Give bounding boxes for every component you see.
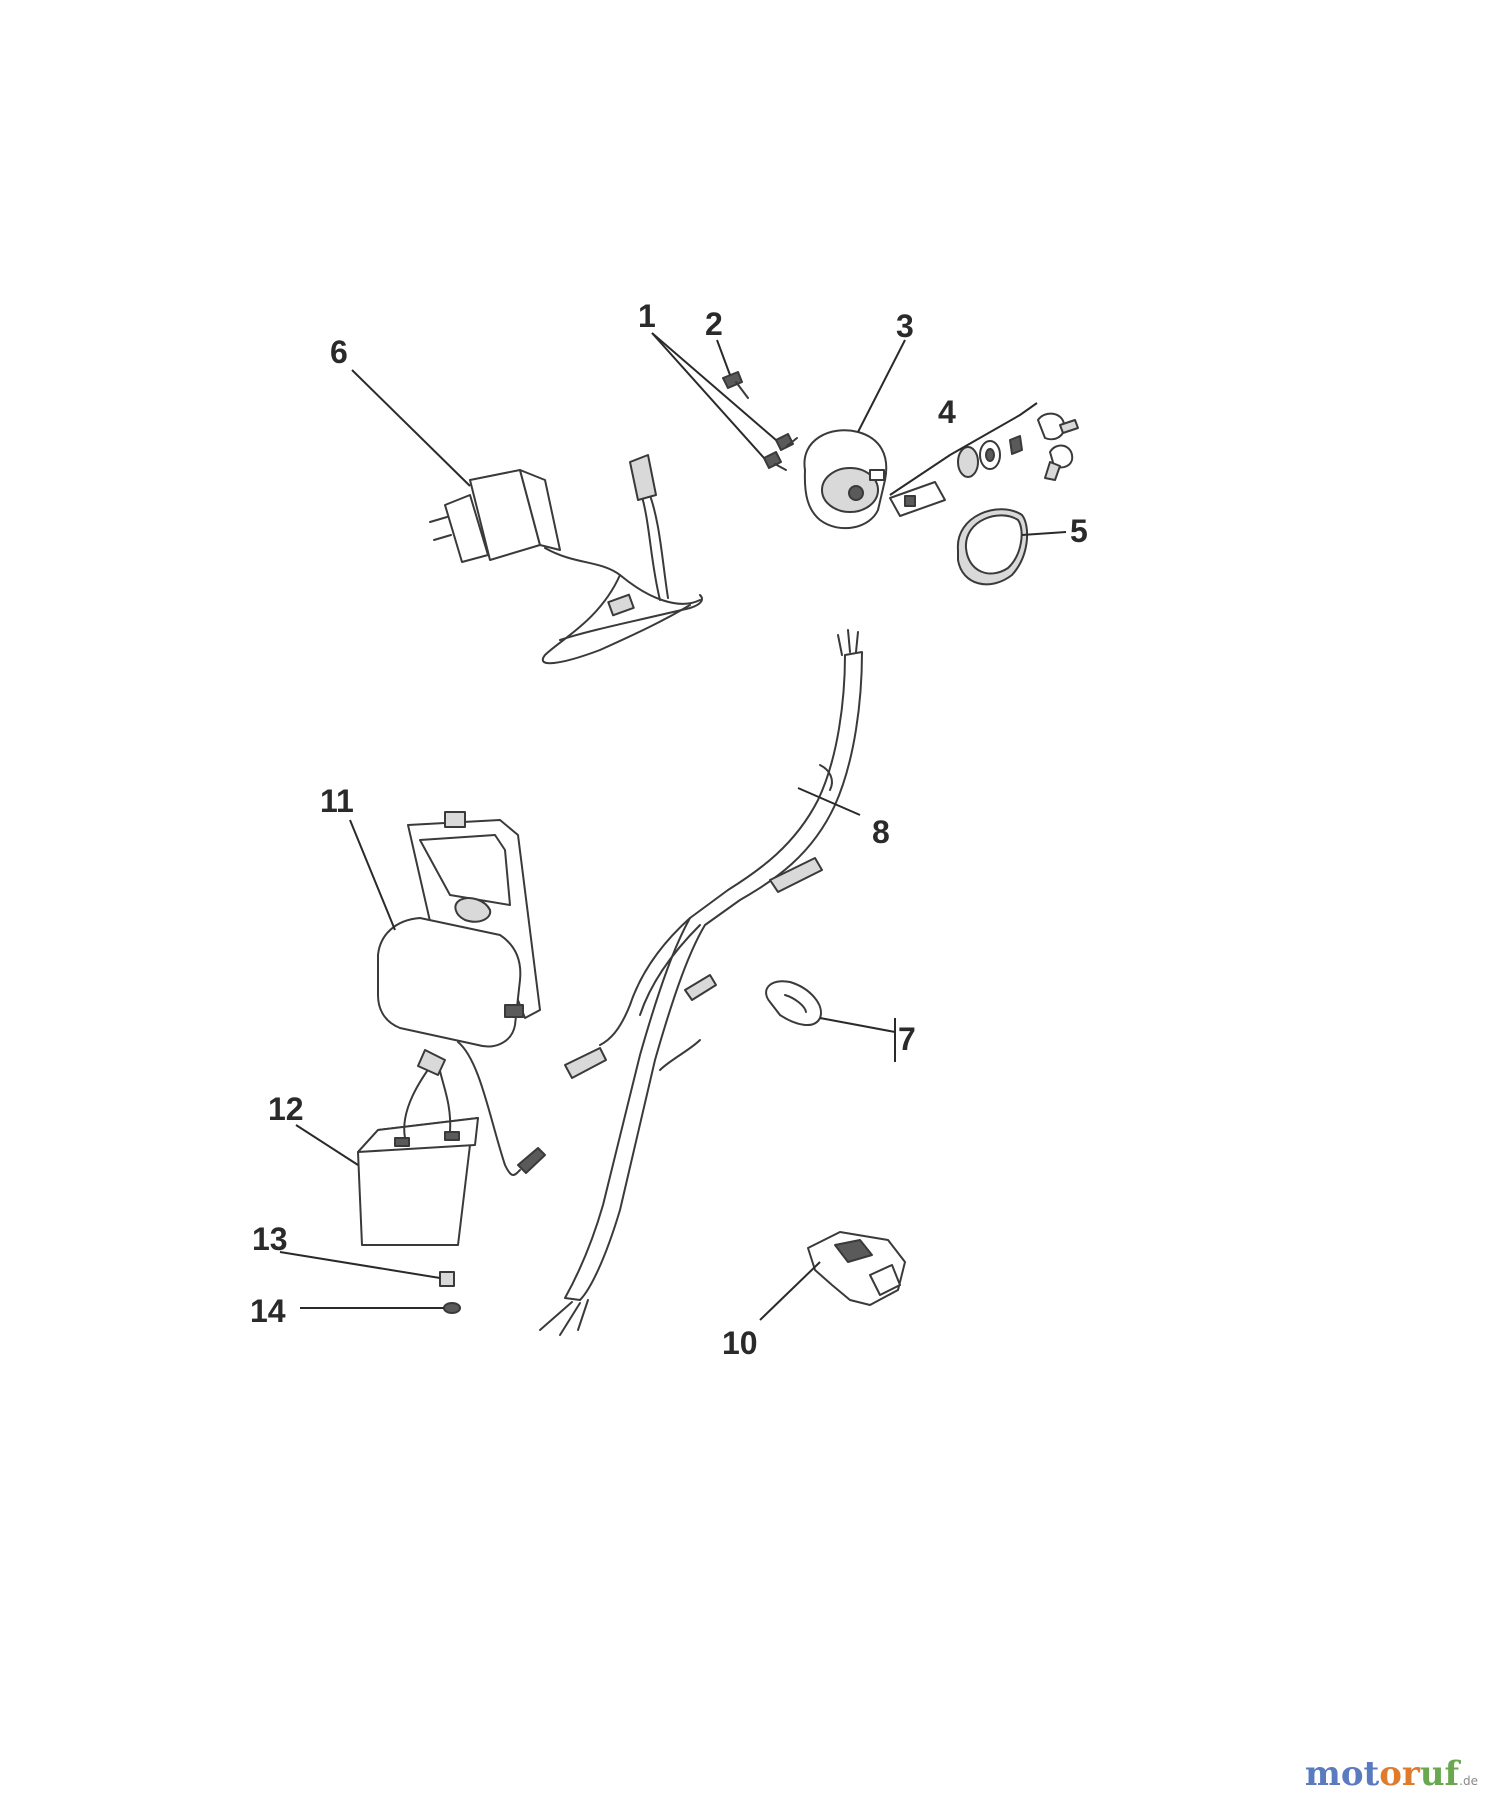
callout-4: 4 — [938, 394, 956, 430]
leader-1a — [651, 332, 777, 441]
callout-8: 8 — [872, 814, 890, 850]
part-4-key-switch — [889, 412, 1079, 517]
part-8-wiring-harness — [539, 629, 863, 1336]
part-2-screw — [722, 371, 749, 399]
watermark-part-1: mot — [1304, 1754, 1380, 1794]
leader-7 — [819, 1017, 896, 1033]
part-10-bracket — [807, 1231, 906, 1306]
leader-5 — [1021, 531, 1067, 536]
callout-13: 13 — [252, 1221, 288, 1257]
watermark-part-2: or — [1379, 1754, 1420, 1794]
leader-3 — [857, 339, 906, 433]
part-7-clamp — [765, 980, 822, 1026]
part-13-nut — [439, 1271, 455, 1287]
callout-labels: 6 1 2 3 4 5 8 7 11 12 13 14 10 — [250, 298, 1088, 1361]
leader-4 — [889, 402, 1038, 496]
leader-lines — [279, 332, 1067, 1321]
part-5-cap — [956, 508, 1029, 586]
leader-8 — [797, 787, 861, 816]
leader-11 — [349, 819, 396, 931]
leader-10 — [759, 1261, 821, 1321]
leader-6 — [351, 369, 471, 487]
part-12-battery — [357, 1041, 546, 1246]
leader-12 — [295, 1124, 359, 1166]
watermark-tld: .de — [1459, 1774, 1478, 1788]
part-1-screws — [763, 433, 798, 471]
callout-6: 6 — [330, 334, 348, 370]
part-14-washer — [443, 1302, 461, 1314]
watermark-logo: motoruf.de — [1305, 1754, 1478, 1794]
callout-1: 1 — [638, 298, 656, 334]
callout-3: 3 — [896, 308, 914, 344]
part-11-battery-holder — [377, 811, 541, 1048]
part-3-switch-housing — [803, 429, 888, 530]
leader-13 — [279, 1251, 441, 1279]
callout-11: 11 — [320, 783, 354, 819]
callout-5: 5 — [1070, 513, 1088, 549]
part-6-charger — [429, 454, 703, 665]
callout-2: 2 — [705, 306, 723, 342]
leader-2 — [716, 339, 731, 376]
callout-7: 7 — [898, 1021, 916, 1057]
watermark-part-3: uf — [1419, 1754, 1460, 1794]
leader-1b — [651, 332, 765, 459]
callout-12: 12 — [268, 1091, 304, 1127]
callout-14: 14 — [250, 1293, 286, 1329]
callout-10: 10 — [722, 1325, 758, 1361]
